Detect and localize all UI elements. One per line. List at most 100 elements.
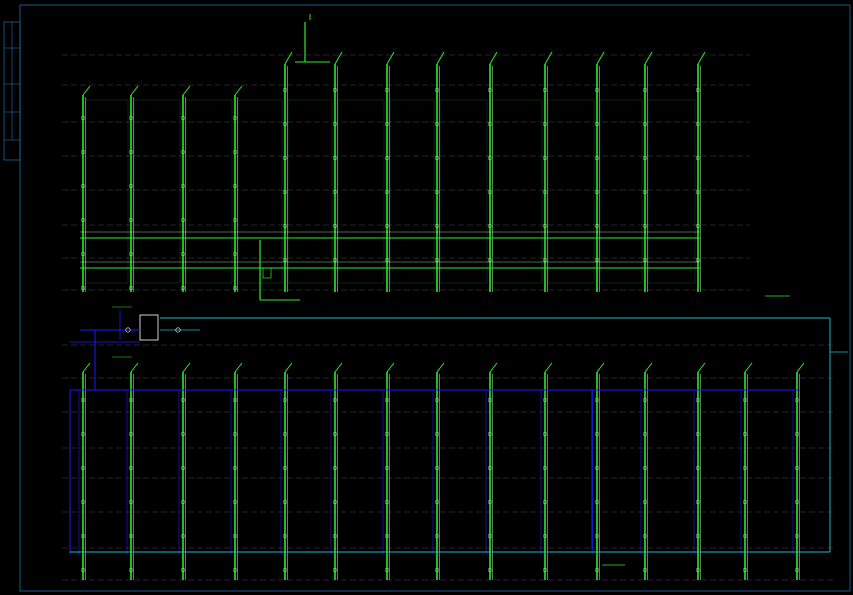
riser-valve [385, 190, 389, 194]
riser-valve [385, 568, 389, 572]
riser-valve [795, 500, 799, 504]
riser-valve [488, 432, 492, 436]
meter-box [262, 267, 272, 279]
riser-valve [233, 432, 237, 436]
riser-loop [85, 99, 129, 284]
riser-valve [696, 156, 700, 160]
riser-valve [488, 88, 492, 92]
riser-valve [385, 156, 389, 160]
riser-loop [287, 99, 333, 284]
riser-valve [543, 466, 547, 470]
riser-valve [129, 150, 133, 154]
pump-station-box [139, 314, 159, 341]
riser-valve [743, 568, 747, 572]
riser-valve [233, 568, 237, 572]
riser-valve [543, 258, 547, 262]
riser-head [544, 51, 553, 65]
riser-valve [488, 534, 492, 538]
riser-head [130, 85, 139, 96]
riser-valve [435, 224, 439, 228]
riser-valve [696, 190, 700, 194]
riser-head [544, 362, 553, 373]
riser-loop [492, 99, 543, 284]
riser-valve [543, 500, 547, 504]
riser-head [744, 362, 753, 373]
riser-valve [333, 398, 337, 402]
riser-valve [795, 568, 799, 572]
riser-valve [181, 286, 185, 290]
riser-head [436, 362, 445, 373]
riser-loop [599, 99, 643, 284]
riser-valve [643, 500, 647, 504]
riser-valve [333, 258, 337, 262]
equipment-group [70, 306, 181, 390]
riser-valve [333, 122, 337, 126]
riser-valve [795, 466, 799, 470]
riser-valve [643, 568, 647, 572]
riser-head [489, 51, 498, 65]
riser-valve [488, 568, 492, 572]
riser-valve [181, 116, 185, 120]
riser-loop [439, 99, 488, 284]
riser-valve [81, 398, 85, 402]
riser-valve [129, 432, 133, 436]
riser-valve [181, 184, 185, 188]
riser-valve [595, 122, 599, 126]
riser-valve [385, 500, 389, 504]
riser-head [234, 362, 243, 373]
riser-valve [129, 534, 133, 538]
riser-loop [547, 99, 595, 284]
riser-valve [385, 534, 389, 538]
riser-valve [595, 224, 599, 228]
riser-valve [488, 190, 492, 194]
riser-valve [333, 466, 337, 470]
riser-valve [283, 258, 287, 262]
riser-valve [543, 190, 547, 194]
riser-valve [795, 398, 799, 402]
riser-valve [435, 398, 439, 402]
riser-valve [543, 122, 547, 126]
riser-valve [385, 224, 389, 228]
riser-valve [283, 190, 287, 194]
riser-valve [643, 466, 647, 470]
riser-valve [233, 116, 237, 120]
riser-valve [435, 500, 439, 504]
riser-valve [488, 398, 492, 402]
riser-valve [595, 432, 599, 436]
riser-valve [696, 432, 700, 436]
riser-valve [81, 500, 85, 504]
riser-head [130, 362, 139, 373]
riser-valve [643, 190, 647, 194]
riser-valve [283, 224, 287, 228]
riser-loop [647, 99, 696, 284]
riser-head [334, 51, 343, 65]
riser-valve [696, 534, 700, 538]
riser-valve [181, 398, 185, 402]
riser-valve [543, 432, 547, 436]
riser-valve [385, 432, 389, 436]
riser-valve [283, 156, 287, 160]
lower-riser-system [62, 317, 848, 581]
riser-valve [743, 466, 747, 470]
riser-head [334, 362, 343, 373]
riser-valve [696, 398, 700, 402]
riser-valve [595, 534, 599, 538]
riser-valve [435, 466, 439, 470]
riser-head [386, 362, 395, 373]
pump-icon [125, 327, 131, 333]
riser-valve [435, 534, 439, 538]
riser-loop [237, 99, 283, 284]
riser-valve [181, 252, 185, 256]
riser-valve [743, 500, 747, 504]
riser-valve [81, 432, 85, 436]
riser-valve [81, 252, 85, 256]
riser-head [489, 362, 498, 373]
riser-valve [435, 258, 439, 262]
riser-valve [81, 116, 85, 120]
riser-valve [81, 184, 85, 188]
riser-valve [595, 466, 599, 470]
riser-head [386, 51, 395, 65]
riser-valve [129, 184, 133, 188]
drawing-frame [19, 4, 851, 592]
